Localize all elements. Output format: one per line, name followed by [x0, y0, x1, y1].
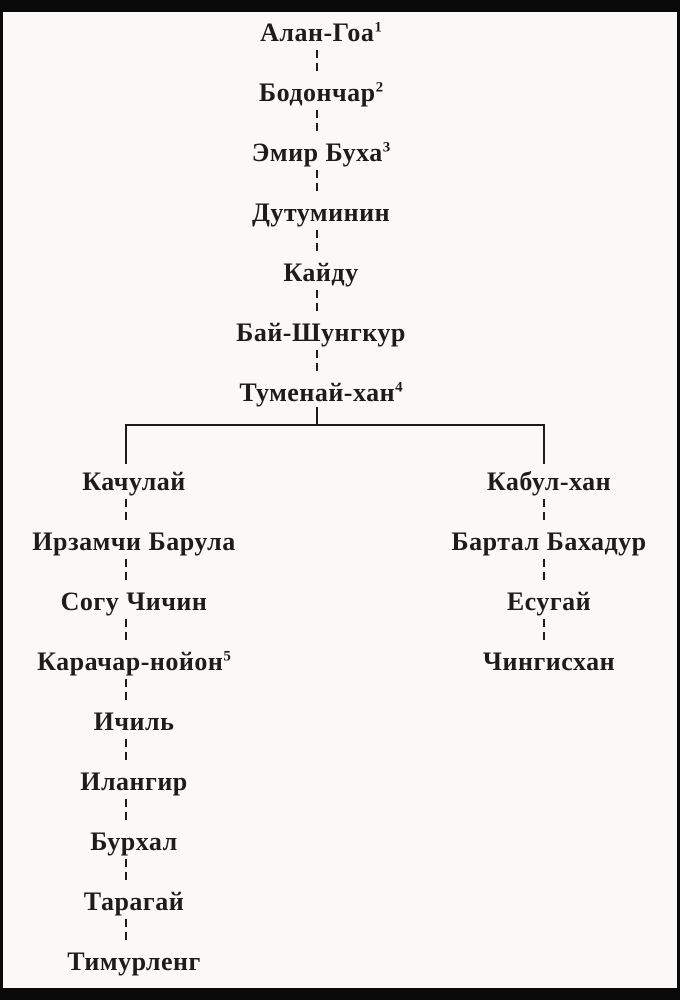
descent-dashed-line [125, 619, 127, 645]
person-name: Бартал Бахадур [451, 527, 647, 556]
person-name: Эмир Буха [251, 138, 383, 167]
person-name: Качулай [82, 467, 186, 496]
person-node: Бай-Шунгкур [236, 319, 406, 347]
person-name: Дутуминин [251, 198, 391, 227]
person-node: Эмир Буха3 [252, 139, 390, 167]
footnote-marker: 5 [223, 648, 231, 665]
person-node: Согу Чичин [61, 588, 208, 616]
descent-dashed-line [316, 230, 318, 256]
descent-dashed-line [125, 799, 127, 825]
person-name: Карачар-нойон [37, 647, 224, 676]
descent-dashed-line [125, 679, 127, 705]
descent-dashed-line [316, 350, 318, 376]
descent-dashed-line [316, 290, 318, 316]
person-name: Ичиль [93, 707, 175, 736]
person-name: Ирзамчи Барула [32, 527, 236, 556]
person-name: Бодончар [258, 78, 376, 107]
person-node: Ичиль [94, 708, 175, 736]
person-node: Кайду [283, 259, 358, 287]
descent-dashed-line [316, 170, 318, 196]
person-node: Бодончар2 [259, 79, 383, 107]
descent-dashed-line [543, 499, 545, 525]
descent-dashed-line [543, 559, 545, 585]
descent-dashed-line [125, 859, 127, 885]
person-name: Есугай [506, 587, 592, 616]
person-name: Тимурленг [67, 947, 201, 976]
person-node: Тимурленг [67, 948, 201, 976]
person-name: Тарагай [83, 887, 185, 916]
descent-dashed-line [125, 559, 127, 585]
person-node: Кабул-хан [487, 468, 611, 496]
person-node: Туменай-хан4 [239, 379, 402, 407]
person-name: Чингисхан [482, 647, 616, 676]
person-node: Чингисхан [483, 648, 615, 676]
descent-dashed-line [125, 499, 127, 525]
footnote-marker: 4 [395, 379, 403, 396]
footnote-marker: 2 [375, 79, 384, 96]
split-left-drop-line [125, 426, 127, 464]
person-node: Ирзамчи Барула [32, 528, 236, 556]
person-name: Кайду [283, 258, 359, 287]
person-node: Бурхал [90, 828, 177, 856]
descent-dashed-line [316, 110, 318, 136]
person-node: Дутуминин [252, 199, 390, 227]
descent-dashed-line [125, 919, 127, 945]
page-background [3, 12, 677, 988]
descent-dashed-line [543, 619, 545, 645]
split-right-drop-line [543, 426, 545, 464]
person-name: Илангир [80, 767, 188, 796]
person-node: Качулай [82, 468, 186, 496]
person-name: Согу Чичин [60, 587, 208, 616]
person-node: Бартал Бахадур [451, 528, 646, 556]
person-node: Карачар-нойон5 [37, 648, 231, 676]
person-node: Илангир [80, 768, 188, 796]
person-name: Бай-Шунгкур [236, 318, 406, 347]
descent-dashed-line [316, 50, 318, 76]
person-name: Алан-Гоа [260, 18, 375, 47]
descent-dashed-line [125, 739, 127, 765]
split-horizontal-line [125, 424, 545, 426]
footnote-marker: 3 [382, 139, 391, 156]
split-stem-line [316, 407, 318, 425]
person-node: Есугай [507, 588, 591, 616]
person-node: Алан-Гоа1 [260, 19, 382, 47]
person-name: Туменай-хан [239, 378, 396, 407]
person-node: Тарагай [84, 888, 184, 916]
person-name: Кабул-хан [486, 467, 612, 496]
footnote-marker: 1 [374, 19, 382, 36]
person-name: Бурхал [90, 827, 178, 856]
